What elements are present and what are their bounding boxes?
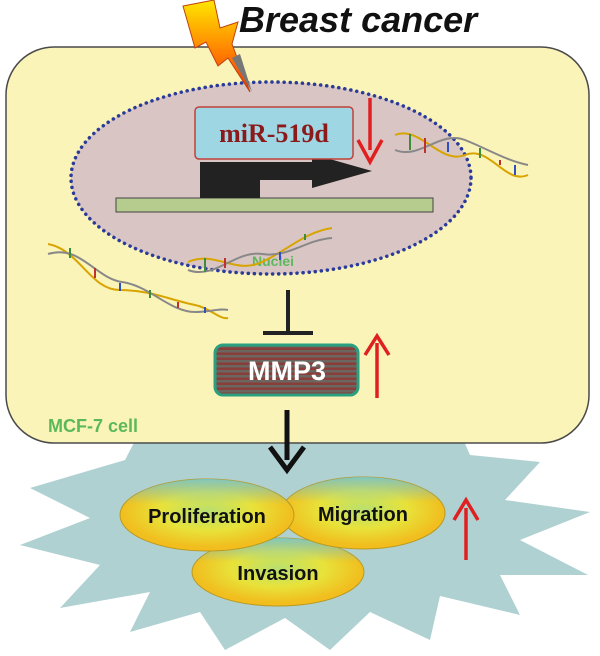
outcome-migration: Migration (280, 476, 446, 550)
promoter-arrow-icon (200, 154, 372, 198)
outcome-label: Invasion (237, 563, 318, 585)
nucleus-label: Nuclei (252, 253, 294, 269)
outcome-label: Migration (318, 504, 408, 526)
inhibition-icon (263, 290, 313, 335)
title: Breast cancer (239, 0, 479, 40)
cell-label: MCF-7 cell (48, 416, 138, 436)
up-arrow-icon (452, 496, 480, 560)
lightning-bolt-icon (182, 0, 251, 93)
dna-helix-icon (47, 132, 529, 320)
outcome-label: Proliferation (148, 506, 266, 528)
mirna-label: miR-519d (219, 119, 329, 148)
up-arrow-icon (363, 332, 391, 398)
outcome-invasion: Invasion (191, 537, 365, 607)
mmp3-box (213, 343, 360, 397)
gene-strand (115, 197, 434, 213)
mmp3-label: MMP3 (248, 356, 326, 386)
effect-arrow (267, 410, 307, 475)
outcome-proliferation: Proliferation (119, 478, 295, 552)
down-arrow-icon (356, 98, 384, 166)
mirna-box (194, 106, 354, 160)
